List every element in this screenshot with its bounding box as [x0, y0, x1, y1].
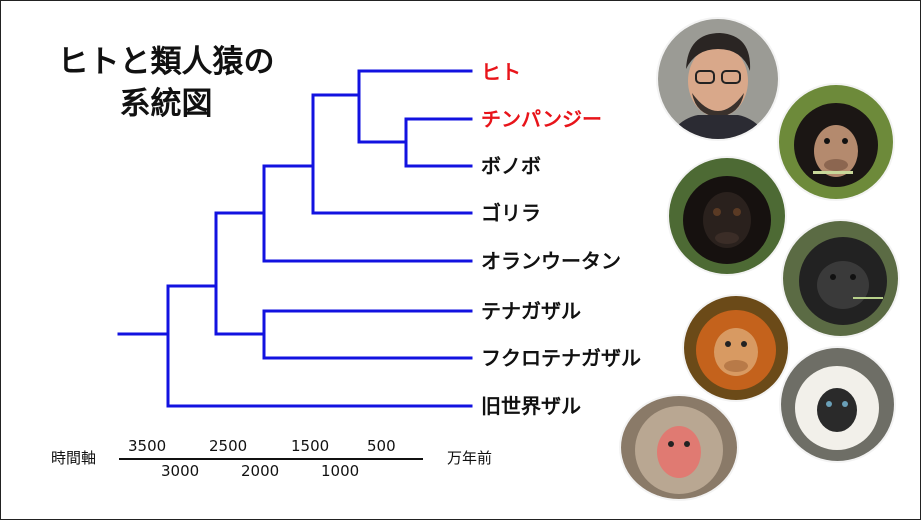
tick-label-3000: 3000	[161, 462, 200, 480]
node-human-pan	[311, 69, 361, 144]
title-line-2: 系統図	[119, 86, 213, 122]
chimpanzee-photo	[777, 83, 895, 201]
node-gibbons	[214, 309, 266, 360]
taxon-label-gorilla: ゴリラ	[481, 201, 541, 225]
taxon-label-chimpanzee: チンパンジー	[481, 107, 602, 131]
taxon-label-old-world-monkeys: 旧世界ザル	[481, 394, 581, 418]
taxon-label-siamang: フクロテナガザル	[481, 346, 641, 370]
gorilla-photo	[781, 219, 900, 338]
orangutan-photo	[682, 294, 790, 402]
node-great-apes	[214, 164, 266, 263]
node-chimp-bonobo	[357, 117, 408, 168]
tick-label-1500: 1500	[291, 437, 330, 455]
gibbon-photo	[779, 346, 896, 463]
node-african-apes	[262, 93, 315, 215]
tick-label-500: 500	[367, 437, 396, 455]
human-portrait-photo	[656, 17, 780, 141]
time-axis-line	[119, 458, 423, 460]
bonobo-photo	[667, 156, 787, 276]
tick-label-2000: 2000	[241, 462, 280, 480]
taxon-label-human: ヒト	[481, 60, 521, 84]
japanese-macaque-photo	[619, 394, 739, 501]
taxon-label-orangutan: オランウータン	[481, 249, 621, 273]
time-axis-unit: 万年前	[447, 449, 493, 467]
diagram-title: ヒトと類人猿の 系統図	[31, 41, 301, 125]
node-root	[117, 284, 170, 408]
tick-label-3500: 3500	[128, 437, 167, 455]
title-line-1: ヒトと類人猿の	[57, 44, 275, 80]
taxon-label-gibbon: テナガザル	[481, 299, 581, 323]
node-apes	[166, 211, 218, 336]
taxon-label-bonobo: ボノボ	[481, 154, 541, 178]
tick-label-1000: 1000	[321, 462, 360, 480]
tick-label-2500: 2500	[209, 437, 248, 455]
time-axis-label: 時間軸	[51, 449, 97, 467]
